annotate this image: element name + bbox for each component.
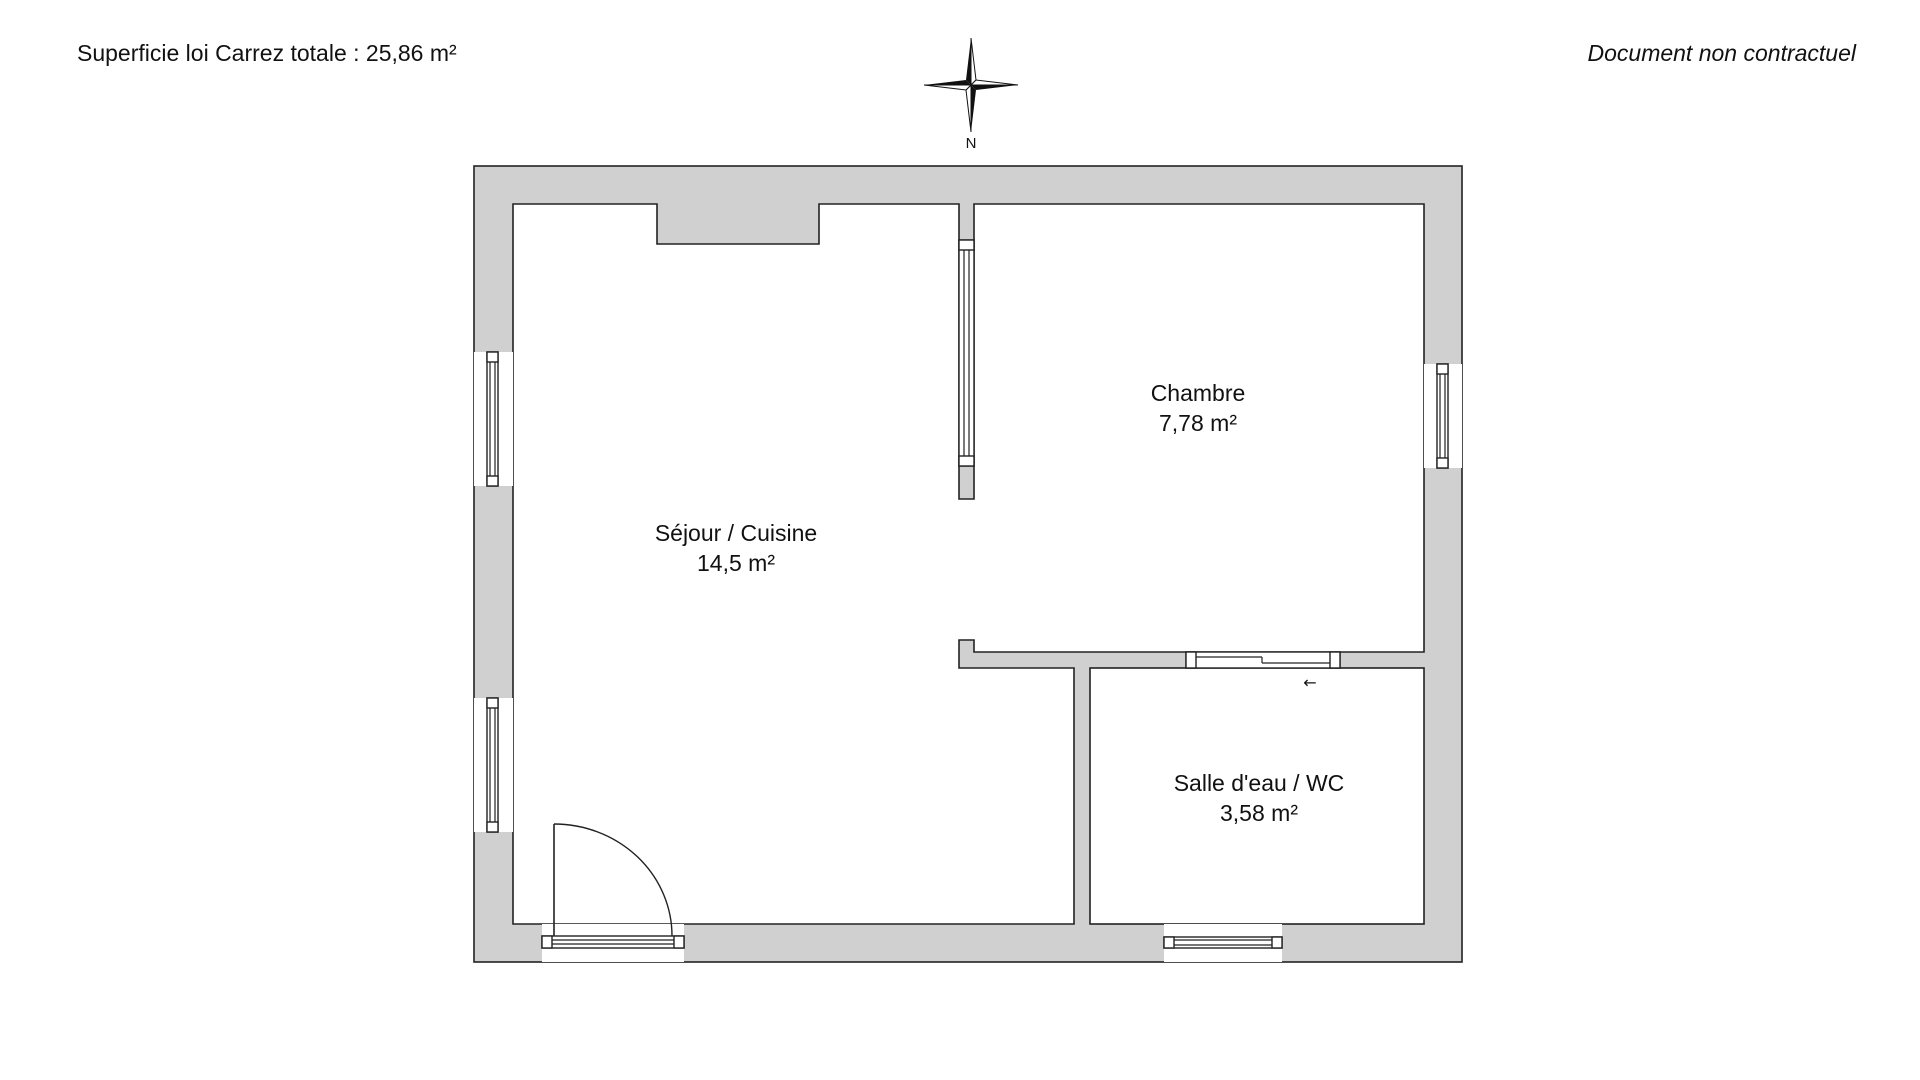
compass-rose-icon [923,37,1019,133]
window-left-upper [474,351,513,487]
room-name-chambre: Chambre [1151,380,1246,406]
sliding-direction-arrow-icon: ← [1303,673,1316,692]
room-area-sejour: 14,5 m² [697,550,775,576]
room-name-sejour: Séjour / Cuisine [655,520,817,546]
compass-north-label: N [966,135,977,152]
window-left-lower [474,697,513,833]
sliding-door [1185,651,1341,669]
total-carrez-area: Superficie loi Carrez totale : 25,86 m² [77,40,457,66]
window-right [1424,363,1462,469]
room-area-salle-d-eau: 3,58 m² [1220,800,1298,826]
entrance-door [541,823,685,962]
room-area-chambre: 7,78 m² [1159,410,1237,436]
room-name-salle-d-eau: Salle d'eau / WC [1174,770,1345,796]
window-bottom-bathroom [1163,924,1283,962]
window-interior-partition [958,239,975,467]
disclaimer-text: Document non contractuel [1587,40,1857,66]
